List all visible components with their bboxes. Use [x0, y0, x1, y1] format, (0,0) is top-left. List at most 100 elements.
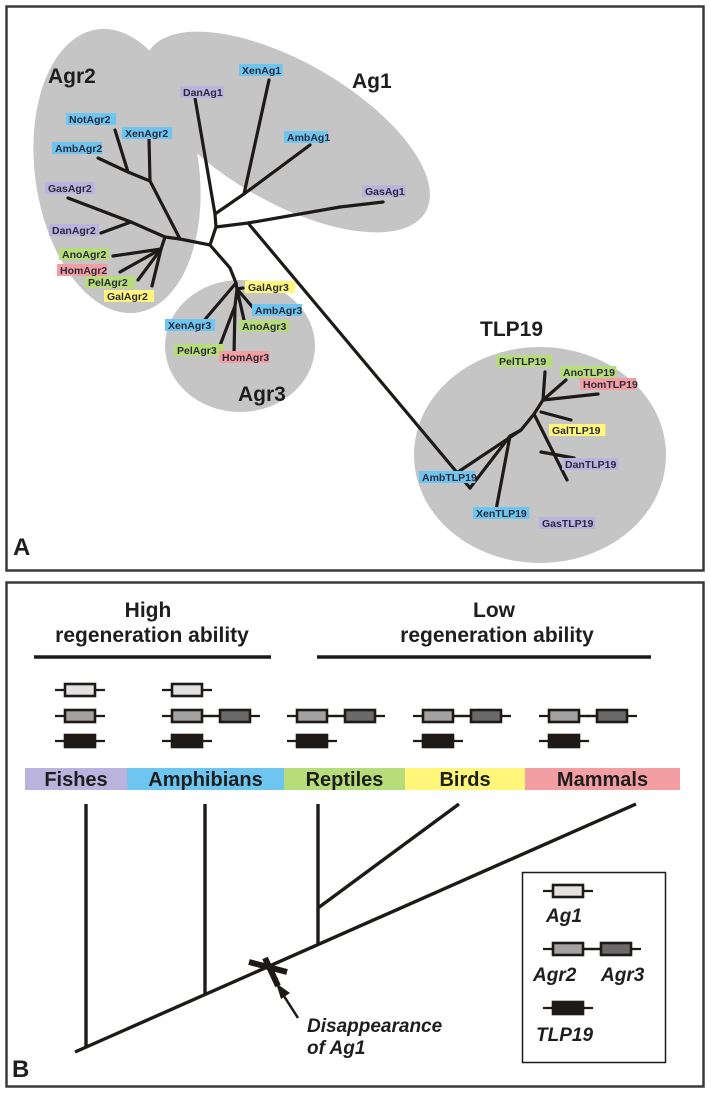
- leaf-tag-background: [560, 366, 617, 378]
- low-regeneration-title-line1: Low: [473, 599, 516, 622]
- taxon-label: Reptiles: [306, 769, 384, 791]
- leaf-label-text: AnoAgr3: [242, 321, 286, 333]
- legend-label-ag1: Ag1: [545, 906, 582, 927]
- leaf-label: XenAgr3: [165, 319, 216, 332]
- panel-a-letter: A: [13, 534, 30, 561]
- taxon-segment-fishes: [25, 768, 127, 790]
- leaf-label: GasAgr2: [45, 182, 96, 195]
- leaf-tag-background: [539, 517, 596, 529]
- high-regeneration-title-line2: regeneration ability: [55, 624, 249, 647]
- leaf-label: GalAgr2: [104, 290, 155, 303]
- leaf-tag-background: [362, 185, 406, 197]
- leaf-label: XenAg1: [239, 64, 283, 77]
- gene-glyphs: [55, 682, 637, 749]
- leaf-labels: NotAgr2XenAgr2AmbAgr2GasAgr2DanAgr2AnoAg…: [45, 64, 638, 530]
- leaf-label: DanTLP19: [562, 458, 619, 471]
- leaf-tag-background: [562, 458, 619, 470]
- phylogenetic-tree: [66, 78, 600, 512]
- leaf-tag-background: [219, 351, 270, 363]
- leaf-label-text: DanTLP19: [565, 459, 617, 471]
- leaf-label: XenAgr2: [122, 127, 173, 140]
- leaf-label: GalTLP19: [549, 424, 606, 437]
- leaf-label-text: AmbTLP19: [422, 472, 477, 484]
- leaf-label: PelAgr3: [174, 344, 225, 357]
- cluster-label-tlp19: TLP19: [480, 318, 543, 341]
- leaf-label-text: GasAg1: [365, 186, 405, 198]
- panel-b-letter: B: [12, 1056, 29, 1083]
- leaf-label: HomAgr3: [219, 351, 269, 364]
- leaf-tag-background: [245, 281, 296, 293]
- leaf-label: XenTLP19: [473, 507, 530, 520]
- leaf-label-text: GalAgr2: [107, 291, 148, 303]
- loss-cross-icon: [248, 956, 288, 988]
- leaf-label: GasTLP19: [539, 517, 596, 530]
- leaf-label-text: HomAgr3: [222, 352, 269, 364]
- low-regeneration-title-line2: regeneration ability: [400, 624, 594, 647]
- arrow-icon: [276, 983, 300, 1019]
- leaf-label: DanAgr2: [49, 224, 100, 237]
- leaf-tag-background: [45, 182, 96, 194]
- leaf-label: PelTLP19: [496, 355, 553, 368]
- leaf-label-text: PelAgr3: [177, 345, 217, 357]
- leaf-label-text: HomTLP19: [583, 379, 638, 391]
- taxon-label: Amphibians: [148, 769, 262, 791]
- leaf-tag-background: [549, 424, 606, 436]
- leaf-label: NotAgr2: [66, 113, 117, 126]
- leaf-label-text: AnoAgr2: [62, 249, 106, 261]
- taxon-label: Birds: [439, 769, 490, 791]
- legend-glyphs: [543, 883, 641, 1016]
- leaf-label-text: XenAg1: [242, 65, 281, 77]
- leaf-label: PelAgr2: [85, 276, 136, 289]
- high-regeneration-title-line1: High: [125, 599, 172, 622]
- legend-label-tlp19: TLP19: [536, 1025, 593, 1046]
- taxon-segment-reptiles: [284, 768, 405, 790]
- annotation-disappearance-line2: of Ag1: [307, 1038, 365, 1059]
- leaf-label-text: GalAgr3: [248, 282, 289, 294]
- leaf-label-text: PelAgr2: [88, 277, 128, 289]
- legend-label-agr2: Agr2: [532, 965, 577, 986]
- taxon-label: Fishes: [44, 769, 107, 791]
- leaf-label-text: GalTLP19: [552, 425, 601, 437]
- leaf-label-text: NotAgr2: [69, 114, 111, 126]
- gene-ag1-amphibians: [162, 682, 212, 698]
- leaf-tag-background: [284, 131, 328, 143]
- leaf-label: GalAgr3: [245, 281, 296, 294]
- leaf-tag-background: [85, 276, 136, 288]
- leaf-tag-background: [52, 142, 103, 154]
- leaf-tag-background: [174, 344, 225, 356]
- legend-box: [521, 871, 667, 1064]
- leaf-label-text: AmbAgr3: [255, 305, 302, 317]
- cluster-label-agr3: Agr3: [238, 383, 286, 406]
- leaf-label: AmbAg1: [284, 131, 330, 144]
- leaf-label-text: AnoTLP19: [563, 367, 615, 379]
- taxon-segment-amphibians: [127, 768, 284, 790]
- leaf-label-text: AmbAg1: [287, 132, 330, 144]
- gene-tlp19-reptiles: [287, 733, 337, 749]
- leaf-tag-background: [180, 86, 224, 98]
- gene-tlp19-mammals: [539, 733, 589, 749]
- gene-tlp19-amphibians: [162, 733, 212, 749]
- leaf-tag-background: [473, 507, 530, 519]
- leaf-label-text: XenAgr3: [168, 320, 211, 332]
- leaf-tag-background: [239, 64, 283, 76]
- leaf-tag-background: [104, 290, 155, 302]
- legend-label-agr3: Agr3: [600, 965, 645, 986]
- leaf-tag-background: [239, 320, 290, 332]
- leaf-tag-background: [252, 304, 303, 316]
- gene-tlp19-fishes: [55, 733, 105, 749]
- leaf-tag-background: [57, 264, 108, 276]
- leaf-tag-background: [66, 113, 117, 125]
- leaf-tag-background: [59, 248, 110, 260]
- leaf-label-text: DanAgr2: [52, 225, 96, 237]
- leaf-tag-background: [419, 471, 476, 483]
- gene-agr2-fishes: [55, 708, 105, 724]
- leaf-label-text: PelTLP19: [499, 356, 546, 368]
- taxon-segment-birds: [405, 768, 525, 790]
- leaf-label-text: XenAgr2: [125, 128, 168, 140]
- gene-ag1-fishes: [55, 682, 105, 698]
- leaf-label: AnoAgr2: [59, 248, 110, 261]
- gene-tlp19-birds: [413, 733, 463, 749]
- leaf-label: AmbTLP19: [419, 471, 477, 484]
